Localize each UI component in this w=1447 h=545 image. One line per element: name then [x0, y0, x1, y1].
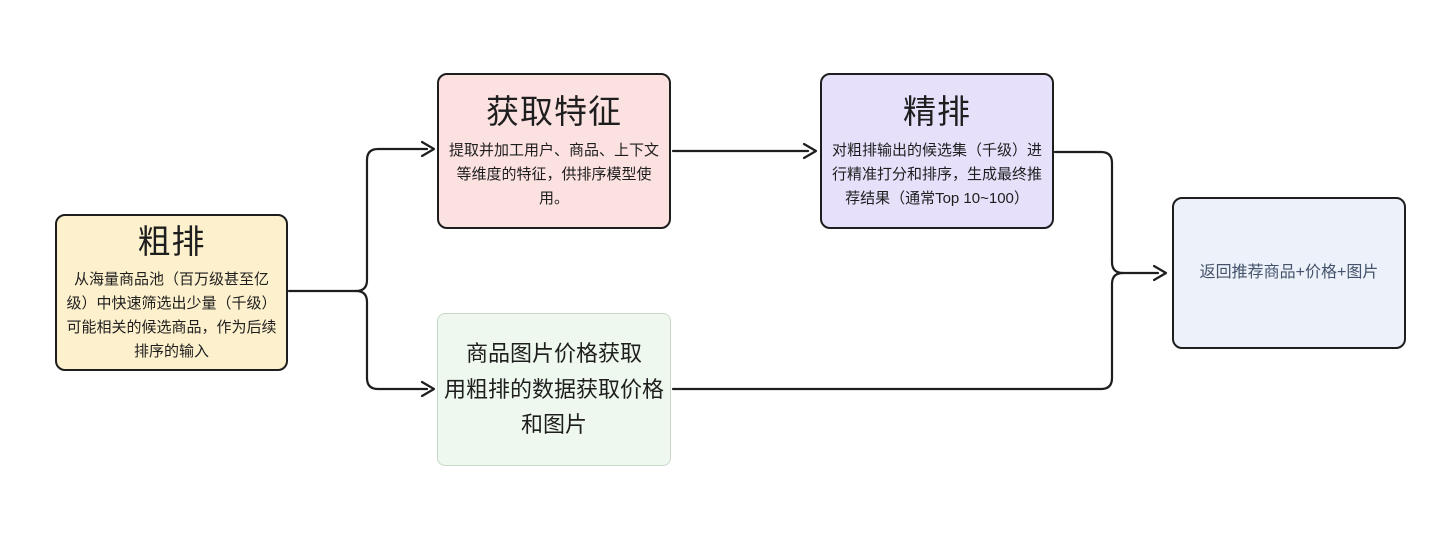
arrow-coarse-to-features [354, 147, 429, 293]
node-image-price-fetch[interactable]: 商品图片价格获取 用粗排的数据获取价格和图片 [437, 313, 671, 466]
arrow-coarse-to-imageprice [354, 289, 429, 391]
arrowhead-features [420, 140, 436, 158]
arrow-imageprice-to-merge [671, 271, 1125, 391]
arrowhead-fine [802, 142, 818, 160]
return-result-label: 返回推荐商品+价格+图片 [1199, 264, 1379, 281]
image-price-fetch-line1: 商品图片价格获取 [465, 341, 642, 367]
arrowhead-imageprice [420, 380, 436, 398]
coarse-rank-description: 从海量商品池（百万级甚至亿级）中快速筛选出少量（千级）可能相关的候选商品，作为后… [66, 271, 277, 361]
fine-rank-description: 对粗排输出的候选集（千级）进行精准打分和排序，生成最终推荐结果（通常Top 10… [831, 141, 1042, 207]
node-return-result[interactable]: 返回推荐商品+价格+图片 [1172, 197, 1406, 349]
fine-rank-title: 精排 [903, 93, 971, 131]
node-get-features[interactable]: 获取特征 提取并加工用户、商品、上下文等维度的特征，供排序模型使用。 [437, 73, 671, 229]
image-price-fetch-line2: 用粗排的数据获取价格和图片 [443, 376, 664, 438]
node-coarse-rank[interactable]: 粗排 从海量商品池（百万级甚至亿级）中快速筛选出少量（千级）可能相关的候选商品，… [55, 214, 288, 371]
get-features-description: 提取并加工用户、商品、上下文等维度的特征，供排序模型使用。 [448, 141, 659, 207]
coarse-rank-title: 粗排 [137, 222, 206, 260]
arrowhead-result [1152, 264, 1168, 282]
node-fine-rank[interactable]: 精排 对粗排输出的候选集（千级）进行精准打分和排序，生成最终推荐结果（通常Top… [820, 73, 1054, 229]
get-features-title: 获取特征 [486, 93, 622, 131]
arrow-fine-to-merge [1053, 150, 1125, 275]
